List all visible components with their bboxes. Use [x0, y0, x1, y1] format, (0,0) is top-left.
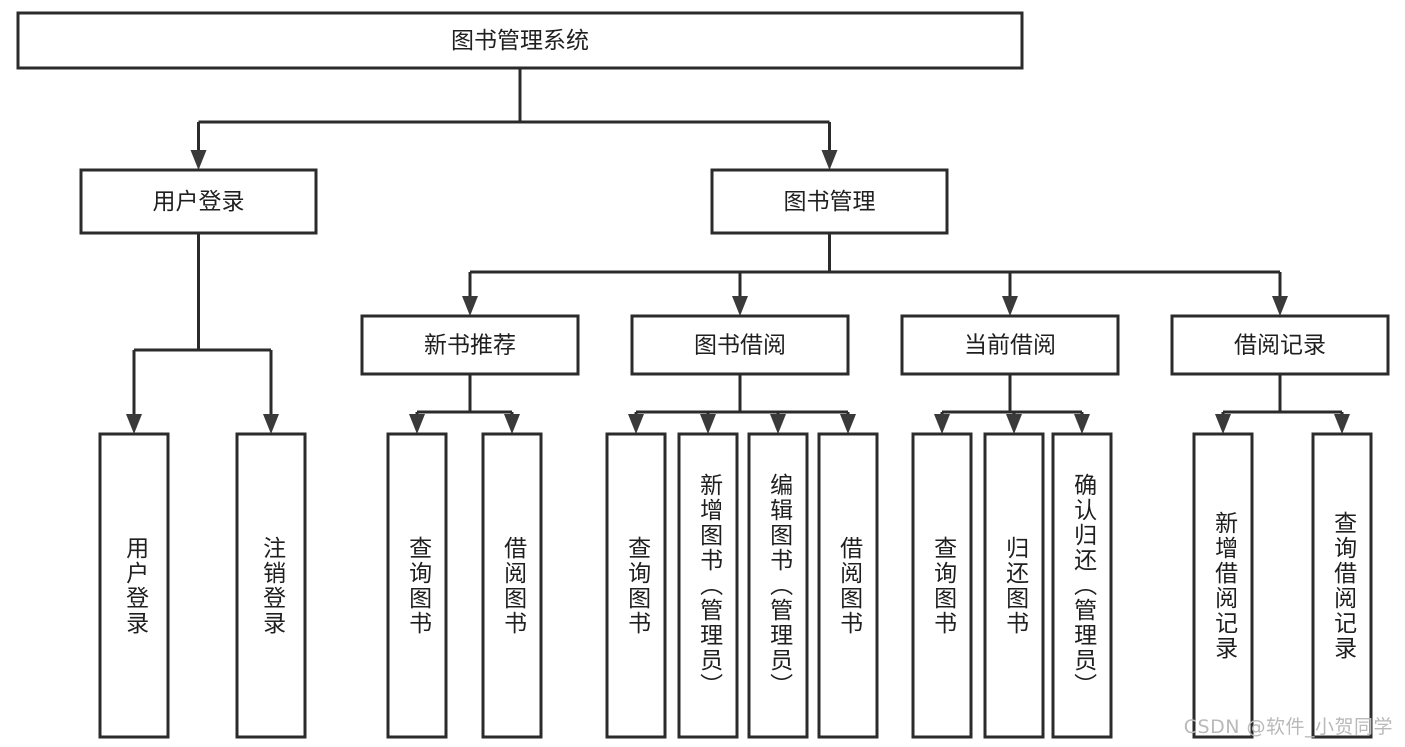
arrow-head-icon — [126, 414, 142, 434]
node-root[interactable] — [16, 11, 1024, 70]
node-leaf-edit-book[interactable] — [747, 432, 809, 739]
node-leaf-user-logout[interactable] — [235, 432, 307, 739]
arrow-head-icon — [1334, 414, 1350, 434]
arrow-head-icon — [732, 296, 748, 316]
node-current-borrow[interactable] — [900, 314, 1120, 376]
arrow-head-icon — [934, 414, 950, 434]
node-current-borrow-label: 当前借阅 — [964, 333, 1056, 359]
arrow-head-icon — [1006, 414, 1022, 434]
arrow-head-icon — [409, 414, 425, 434]
node-new-book-rec-label: 新书推荐 — [424, 333, 516, 359]
node-leaf-query-record[interactable] — [1311, 432, 1373, 739]
node-borrow-record[interactable] — [1170, 314, 1390, 376]
arrow-head-icon — [462, 296, 478, 316]
arrow-head-icon — [821, 150, 838, 170]
arrow-head-icon — [504, 414, 520, 434]
node-leaf-add-record[interactable] — [1192, 432, 1254, 739]
node-leaf-return-book[interactable] — [983, 432, 1045, 739]
arrow-head-icon — [1002, 296, 1018, 316]
node-user-login-label: 用户登录 — [153, 189, 245, 215]
node-user-login[interactable] — [79, 168, 318, 235]
arrow-head-icon — [1074, 414, 1090, 434]
node-book-manage-label: 图书管理 — [784, 189, 876, 215]
node-borrow-record-label: 借阅记录 — [1234, 333, 1326, 359]
node-leaf-query-book-current[interactable] — [911, 432, 973, 739]
node-new-book-rec[interactable] — [360, 314, 580, 376]
node-book-borrow-label: 图书借阅 — [694, 333, 786, 359]
node-book-manage[interactable] — [710, 168, 949, 235]
arrow-head-icon — [700, 414, 716, 434]
arrow-head-icon — [263, 414, 279, 434]
arrow-head-icon — [190, 150, 207, 170]
node-leaf-user-login[interactable] — [98, 432, 170, 739]
arrow-head-icon — [1215, 414, 1231, 434]
node-leaf-borrow-book[interactable] — [817, 432, 879, 739]
arrow-head-icon — [770, 414, 786, 434]
node-book-borrow[interactable] — [630, 314, 850, 376]
watermark-label: CSDN @软件_小贺同学 — [1183, 716, 1393, 738]
node-leaf-query-book-rec[interactable] — [386, 432, 448, 739]
arrow-head-icon — [628, 414, 644, 434]
node-root-label: 图书管理系统 — [451, 28, 589, 54]
arrow-head-icon — [1272, 296, 1288, 316]
arrow-head-icon — [840, 414, 856, 434]
node-leaf-add-book[interactable] — [677, 432, 739, 739]
node-leaf-confirm-return[interactable] — [1051, 432, 1113, 739]
node-leaf-query-book-borrow[interactable] — [605, 432, 667, 739]
connector-layer — [126, 68, 1350, 434]
node-leaf-borrow-book-rec[interactable] — [481, 432, 543, 739]
